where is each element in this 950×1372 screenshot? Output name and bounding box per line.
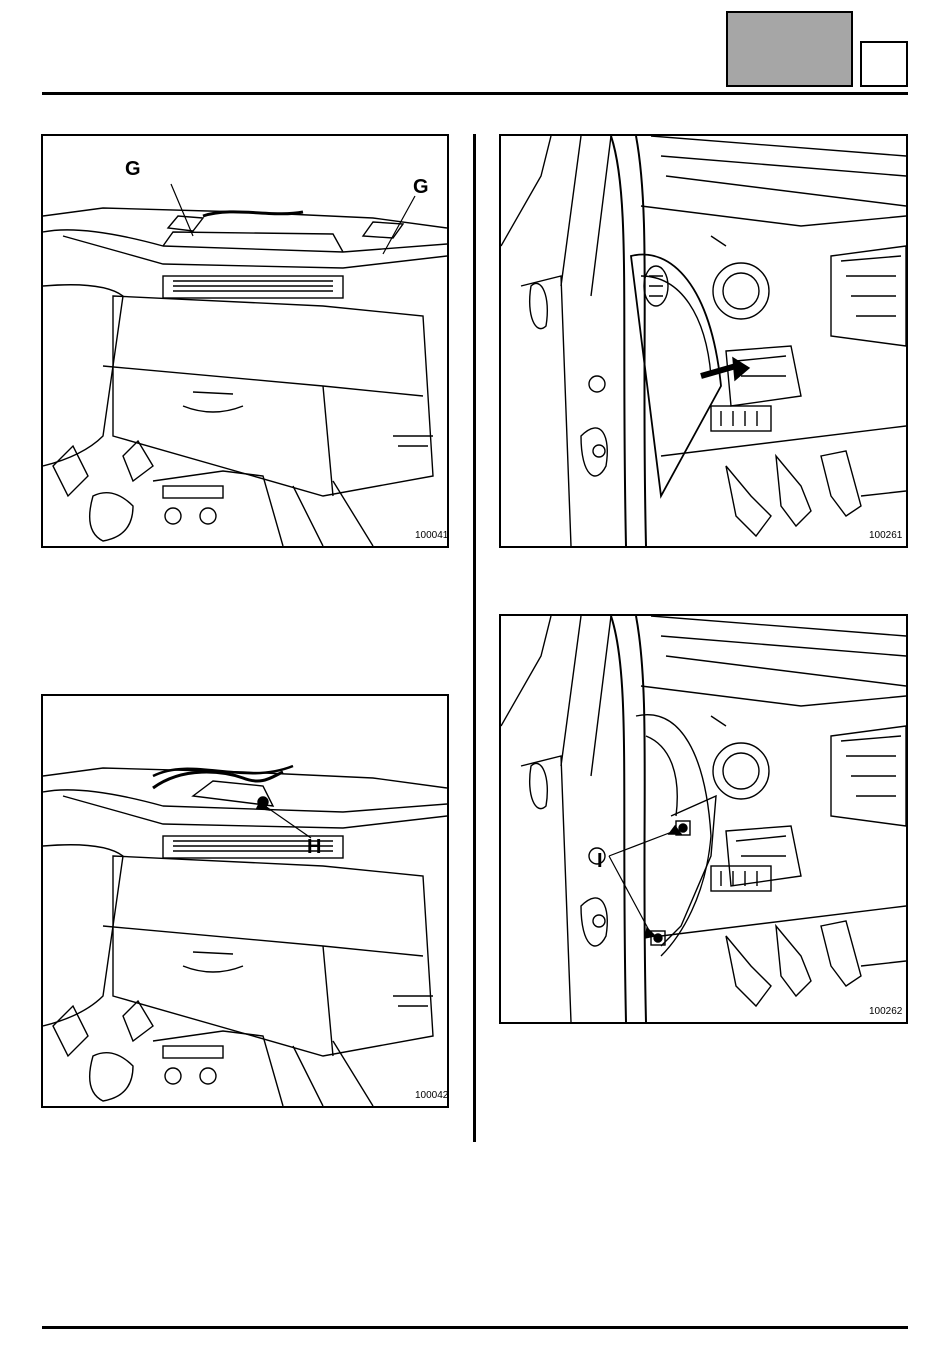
dashboard-illustration-1 xyxy=(43,136,447,546)
column-divider xyxy=(473,134,476,1142)
callout-h: H xyxy=(307,836,321,859)
figure-ref-number: 100042 xyxy=(415,1090,448,1101)
figure-ref-number: 100041 xyxy=(415,530,448,541)
dashboard-illustration-2 xyxy=(43,696,447,1106)
pillar-illustration-1 xyxy=(501,136,906,546)
footer-rule xyxy=(42,1326,908,1329)
callout-g-left: G xyxy=(125,158,141,181)
figure-100261: 100261 xyxy=(499,134,908,548)
callout-i: I xyxy=(597,850,603,873)
header-tab-white xyxy=(860,41,908,87)
pillar-illustration-2 xyxy=(501,616,906,1022)
header-rule xyxy=(42,92,908,95)
figure-ref-number: 100262 xyxy=(869,1006,902,1017)
callout-g-right: G xyxy=(413,176,429,199)
header-tab-grey xyxy=(726,11,853,87)
figure-100262: I 100262 xyxy=(499,614,908,1024)
figure-100041: G G 100041 xyxy=(41,134,449,548)
figure-ref-number: 100261 xyxy=(869,530,902,541)
figure-100042: H 100042 xyxy=(41,694,449,1108)
